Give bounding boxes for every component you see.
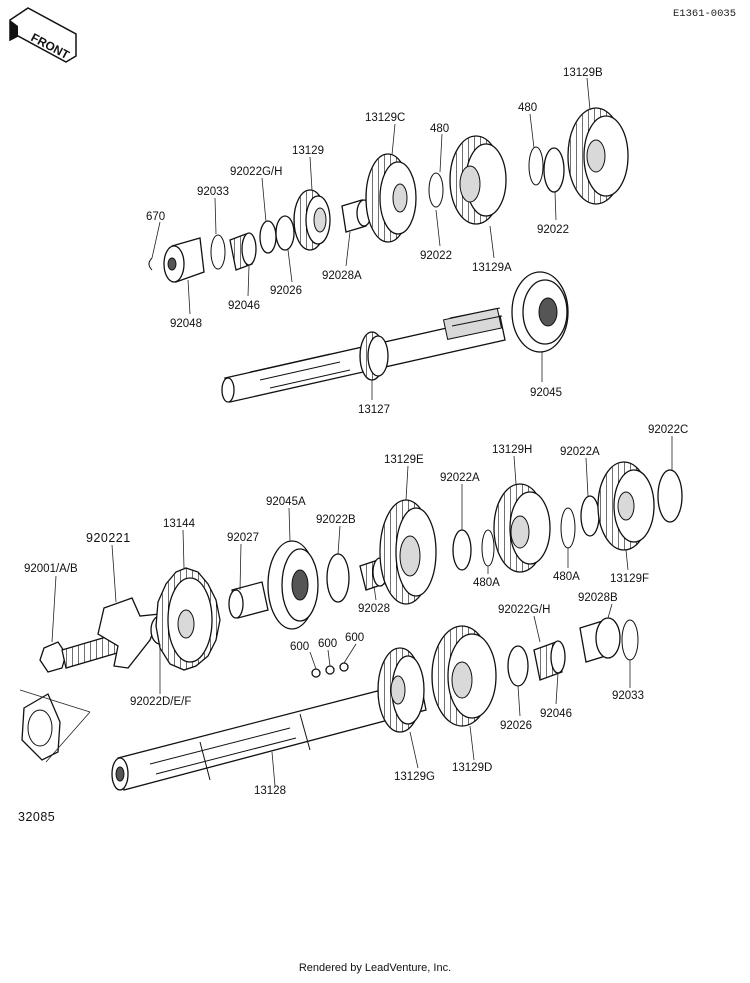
cap-92048 xyxy=(163,237,205,283)
circlip-92033-upper xyxy=(210,234,226,270)
footer-credit: Rendered by LeadVenture, Inc. xyxy=(298,962,452,974)
callout-92022gh-upper: 92022G/H xyxy=(230,166,282,178)
lockwasher-920221 xyxy=(97,597,161,669)
callout-92026-upper: 92026 xyxy=(270,285,302,297)
collar-92027 xyxy=(228,581,269,619)
washer-92022b xyxy=(326,553,350,603)
ball-600-b xyxy=(325,665,335,675)
diagram-code: E1361-0035 xyxy=(672,8,736,20)
callout-92033-lower: 92033 xyxy=(612,690,644,702)
callout-13128: 13128 xyxy=(254,785,286,797)
callout-670: 670 xyxy=(146,211,165,223)
collar-92028b xyxy=(579,617,621,663)
gear-13129h xyxy=(493,483,551,573)
callout-92022-a: 92022 xyxy=(420,250,452,262)
callout-13129d: 13129D xyxy=(452,762,492,774)
callout-13129g: 13129G xyxy=(394,771,435,783)
washer-92022a-lower-b xyxy=(580,495,600,537)
callout-13127: 13127 xyxy=(358,404,390,416)
callout-92022gh-lower: 92022G/H xyxy=(498,604,550,616)
callout-480-a: 480 xyxy=(518,102,537,114)
callout-480a-a: 480A xyxy=(473,577,500,589)
circlip-92033-lower xyxy=(621,619,639,661)
callout-920221: 920221 xyxy=(86,531,131,545)
callout-600-a: 600 xyxy=(290,641,309,653)
sprocket-13144 xyxy=(155,567,221,671)
clip-670 xyxy=(148,257,153,271)
callout-13129: 13129 xyxy=(292,145,324,157)
gear-13129d xyxy=(431,625,497,727)
callout-92022a-a: 92022A xyxy=(440,472,480,484)
callout-92046-lower: 92046 xyxy=(540,708,572,720)
callout-92028: 92028 xyxy=(358,603,390,615)
ring-480-upper-a xyxy=(428,172,444,208)
bushing-92026-upper xyxy=(275,215,295,251)
ball-600-c xyxy=(339,662,349,672)
bearing-92045a xyxy=(267,540,319,630)
gear-13129e xyxy=(379,499,437,605)
callout-600-b: 600 xyxy=(318,638,337,650)
callout-480a-b: 480A xyxy=(553,571,580,583)
bushing-92026-lower xyxy=(507,645,529,687)
callout-480-b: 480 xyxy=(430,123,449,135)
gear-13129g xyxy=(377,647,425,733)
ring-480a-lower-a xyxy=(481,529,495,567)
bearing-92045 xyxy=(511,271,569,353)
washer-92022-upper-b xyxy=(543,147,565,193)
callout-13144: 13144 xyxy=(163,518,196,530)
callout-92022b: 92022B xyxy=(316,514,356,526)
callout-92046-upper: 92046 xyxy=(228,300,260,312)
callout-13129b: 13129B xyxy=(563,67,603,79)
callout-92028b: 92028B xyxy=(578,592,618,604)
callout-92026-lower: 92026 xyxy=(500,720,532,732)
washer-92022gh-upper xyxy=(259,220,277,254)
shaft-13128 xyxy=(111,679,427,791)
gear-13129b xyxy=(567,107,629,205)
callout-13129a: 13129A xyxy=(472,262,512,274)
washer-92022a-lower-a xyxy=(452,529,472,571)
callout-92022c: 92022C xyxy=(648,424,688,436)
ring-480a-lower-b xyxy=(560,507,576,549)
callout-600-c: 600 xyxy=(345,632,364,644)
cover-32085 xyxy=(19,689,91,763)
needle-bearing-92046-lower xyxy=(533,640,566,681)
callout-13129h: 13129H xyxy=(492,444,532,456)
callout-92045a: 92045A xyxy=(266,496,306,508)
gear-13129a xyxy=(449,135,507,225)
callout-92022a-b: 92022A xyxy=(560,446,600,458)
gear-13129 xyxy=(293,189,331,251)
gear-13127 xyxy=(359,331,389,381)
callout-13129f: 13129F xyxy=(610,573,649,585)
callout-92033-upper: 92033 xyxy=(197,186,229,198)
callout-92001ab: 92001/A/B xyxy=(24,563,78,575)
ball-600-a xyxy=(311,668,321,678)
callout-13129c: 13129C xyxy=(365,112,405,124)
callout-92045: 92045 xyxy=(530,387,562,399)
callout-92022def: 92022D/E/F xyxy=(130,696,191,708)
front-arrow-icon: FRONT xyxy=(9,7,77,63)
callout-92022-b: 92022 xyxy=(537,224,569,236)
callout-92027: 92027 xyxy=(227,532,259,544)
callout-92028a: 92028A xyxy=(322,270,362,282)
callout-32085: 32085 xyxy=(18,810,55,824)
leader-lines xyxy=(51,77,673,787)
callout-13129e: 13129E xyxy=(384,454,424,466)
callout-92048: 92048 xyxy=(170,318,202,330)
washer-92022c xyxy=(657,469,683,523)
ring-480-upper-b xyxy=(528,146,544,186)
gear-13129f xyxy=(597,461,655,551)
gear-13129c xyxy=(365,153,417,243)
needle-bearing-92046-upper xyxy=(229,232,257,271)
